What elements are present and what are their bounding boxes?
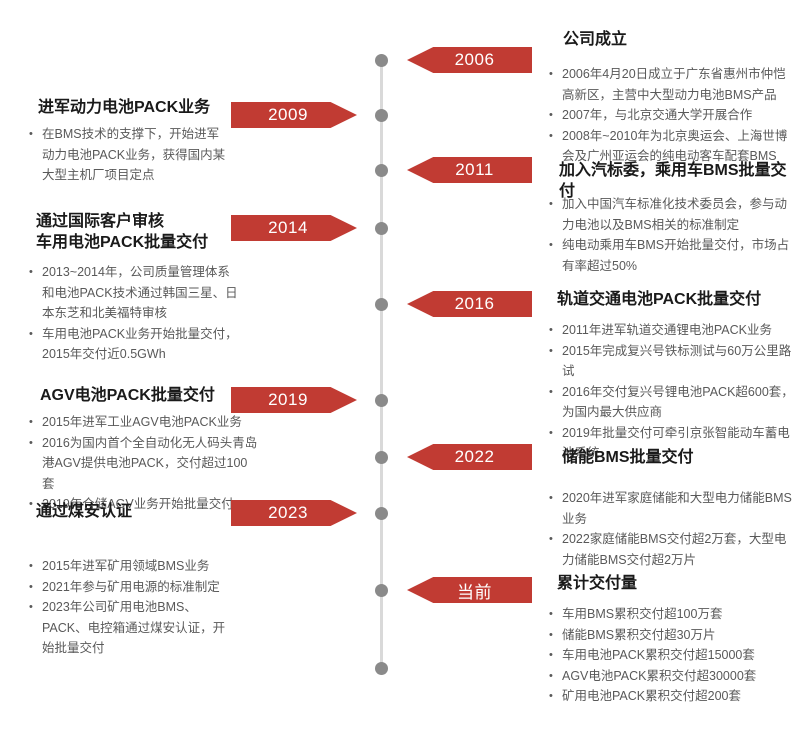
milestone-2019-title: AGV电池PACK批量交付	[40, 387, 215, 404]
bullet-item: 2019年批量交付可牵引京张智能动车蓄电池系统	[548, 423, 796, 464]
timeline-dot-2011	[375, 164, 388, 177]
timeline-dot-2023	[375, 507, 388, 520]
timeline-flag-2019: 2019	[231, 387, 357, 413]
bullet-item: 2021年参与矿用电源的标准制定	[28, 577, 236, 598]
timeline-flag-2014: 2014	[231, 215, 357, 241]
flag-year-label: 2006	[454, 50, 495, 69]
milestone-2022-title: 储能BMS批量交付	[562, 449, 694, 466]
milestone-current-bullets: 车用BMS累积交付超100万套 储能BMS累积交付超30万片 车用电池PACK累…	[548, 604, 798, 707]
bullet-item: 2015年进军工业AGV电池PACK业务	[28, 412, 258, 433]
timeline-dot-2009	[375, 109, 388, 122]
bullet-item: 2006年4月20日成立于广东省惠州市仲恺高新区，主营中大型动力电池BMS产品	[548, 64, 792, 105]
bullet-item: 2007年，与北京交通大学开展合作	[548, 105, 792, 126]
milestone-2006-title: 公司成立	[563, 31, 628, 48]
milestone-2014-title: 通过国际客户审核 车用电池PACK批量交付	[36, 213, 209, 251]
timeline-flag-2022: 2022	[407, 444, 532, 470]
bullet-item: 车用电池PACK累积交付超15000套	[548, 645, 798, 666]
bullet-item: 2020年进军家庭储能和大型电力储能BMS业务	[548, 488, 798, 529]
bullet-item: 2015年完成复兴号铁标测试与60万公里路试	[548, 341, 796, 382]
bullet-item: 2016为国内首个全自动化无人码头青岛港AGV提供电池PACK，交付超过100套	[28, 433, 258, 495]
timeline-flag-current: 当前	[407, 577, 532, 603]
milestone-2016-title: 轨道交通电池PACK批量交付	[557, 291, 762, 308]
timeline-flag-2006: 2006	[407, 47, 532, 73]
timeline-dot-2022	[375, 451, 388, 464]
bullet-item: 2023年公司矿用电池BMS、PACK、电控箱通过煤安认证，开始批量交付	[28, 597, 236, 659]
timeline-dot-current	[375, 584, 388, 597]
milestone-2016-bullets: 2011年进军轨道交通锂电池PACK业务 2015年完成复兴号铁标测试与60万公…	[548, 320, 796, 464]
timeline-dot-2016	[375, 298, 388, 311]
bullet-item: 2013~2014年，公司质量管理体系和电池PACK技术通过韩国三星、日本东芝和…	[28, 262, 240, 324]
timeline-flag-2016: 2016	[407, 291, 532, 317]
milestone-2009-title: 进军动力电池PACK业务	[38, 99, 211, 116]
flag-year-label: 2022	[454, 447, 495, 466]
bullet-item: 2022家庭储能BMS交付超2万套，大型电力储能BMS交付超2万片	[548, 529, 798, 570]
bullet-item: 2019年仓储AGV业务开始批量交付	[28, 494, 258, 515]
flag-year-label: 2014	[268, 218, 308, 237]
bullet-item: 2011年进军轨道交通锂电池PACK业务	[548, 320, 796, 341]
bullet-item: 在BMS技术的支撑下，开始进军动力电池PACK业务，获得国内某大型主机厂项目定点	[28, 124, 228, 186]
milestone-2019-bullets: 2015年进军工业AGV电池PACK业务 2016为国内首个全自动化无人码头青岛…	[28, 412, 258, 515]
bullet-item: 纯电动乘用车BMS开始批量交付，市场占有率超过50%	[548, 235, 796, 276]
bullet-item: 2016年交付复兴号锂电池PACK超600套，为国内最大供应商	[548, 382, 796, 423]
flag-year-label: 2023	[268, 503, 308, 522]
bullet-item: 2015年进军矿用领域BMS业务	[28, 556, 236, 577]
milestone-2023-bullets: 2015年进军矿用领域BMS业务 2021年参与矿用电源的标准制定 2023年公…	[28, 556, 236, 659]
bullet-item: 2008年~2010年为北京奥运会、上海世博会及广州亚运会的纯电动客车配套BMS	[548, 126, 792, 167]
bullet-item: 车用BMS累积交付超100万套	[548, 604, 798, 625]
milestone-current-title: 累计交付量	[557, 575, 638, 592]
milestone-2014-bullets: 2013~2014年，公司质量管理体系和电池PACK技术通过韩国三星、日本东芝和…	[28, 262, 240, 365]
bullet-item: 储能BMS累积交付超30万片	[548, 625, 798, 646]
milestone-2006-bullets: 2006年4月20日成立于广东省惠州市仲恺高新区，主营中大型动力电池BMS产品 …	[548, 64, 792, 167]
timeline-line	[380, 60, 383, 668]
bullet-item: AGV电池PACK累积交付超30000套	[548, 666, 798, 687]
flag-year-label: 2011	[455, 160, 494, 179]
milestone-2023-title: 通过煤安认证	[36, 503, 133, 520]
milestone-2011-bullets: 加入中国汽车标准化技术委员会，参与动力电池以及BMS相关的标准制定 纯电动乘用车…	[548, 194, 796, 276]
milestone-2022-bullets: 2020年进军家庭储能和大型电力储能BMS业务 2022家庭储能BMS交付超2万…	[548, 488, 798, 570]
bullet-item: 加入中国汽车标准化技术委员会，参与动力电池以及BMS相关的标准制定	[548, 194, 796, 235]
timeline-flag-2009: 2009	[231, 102, 357, 128]
bullet-item: 矿用电池PACK累积交付超200套	[548, 686, 798, 707]
bullet-item: 车用电池PACK业务开始批量交付，2015年交付近0.5GWh	[28, 324, 240, 365]
milestone-2009-bullets: 在BMS技术的支撑下，开始进军动力电池PACK业务，获得国内某大型主机厂项目定点	[28, 124, 228, 186]
timeline-dot-2014	[375, 222, 388, 235]
flag-year-label: 2016	[454, 294, 495, 313]
timeline-flag-2011: 2011	[407, 157, 532, 183]
timeline-flag-2023: 2023	[231, 500, 357, 526]
flag-year-label: 2009	[268, 105, 308, 124]
flag-year-label: 2019	[268, 390, 308, 409]
timeline-dot-2006	[375, 54, 388, 67]
timeline-dot-2019	[375, 394, 388, 407]
timeline-dot-end	[375, 662, 388, 675]
flag-year-label: 当前	[457, 582, 492, 602]
